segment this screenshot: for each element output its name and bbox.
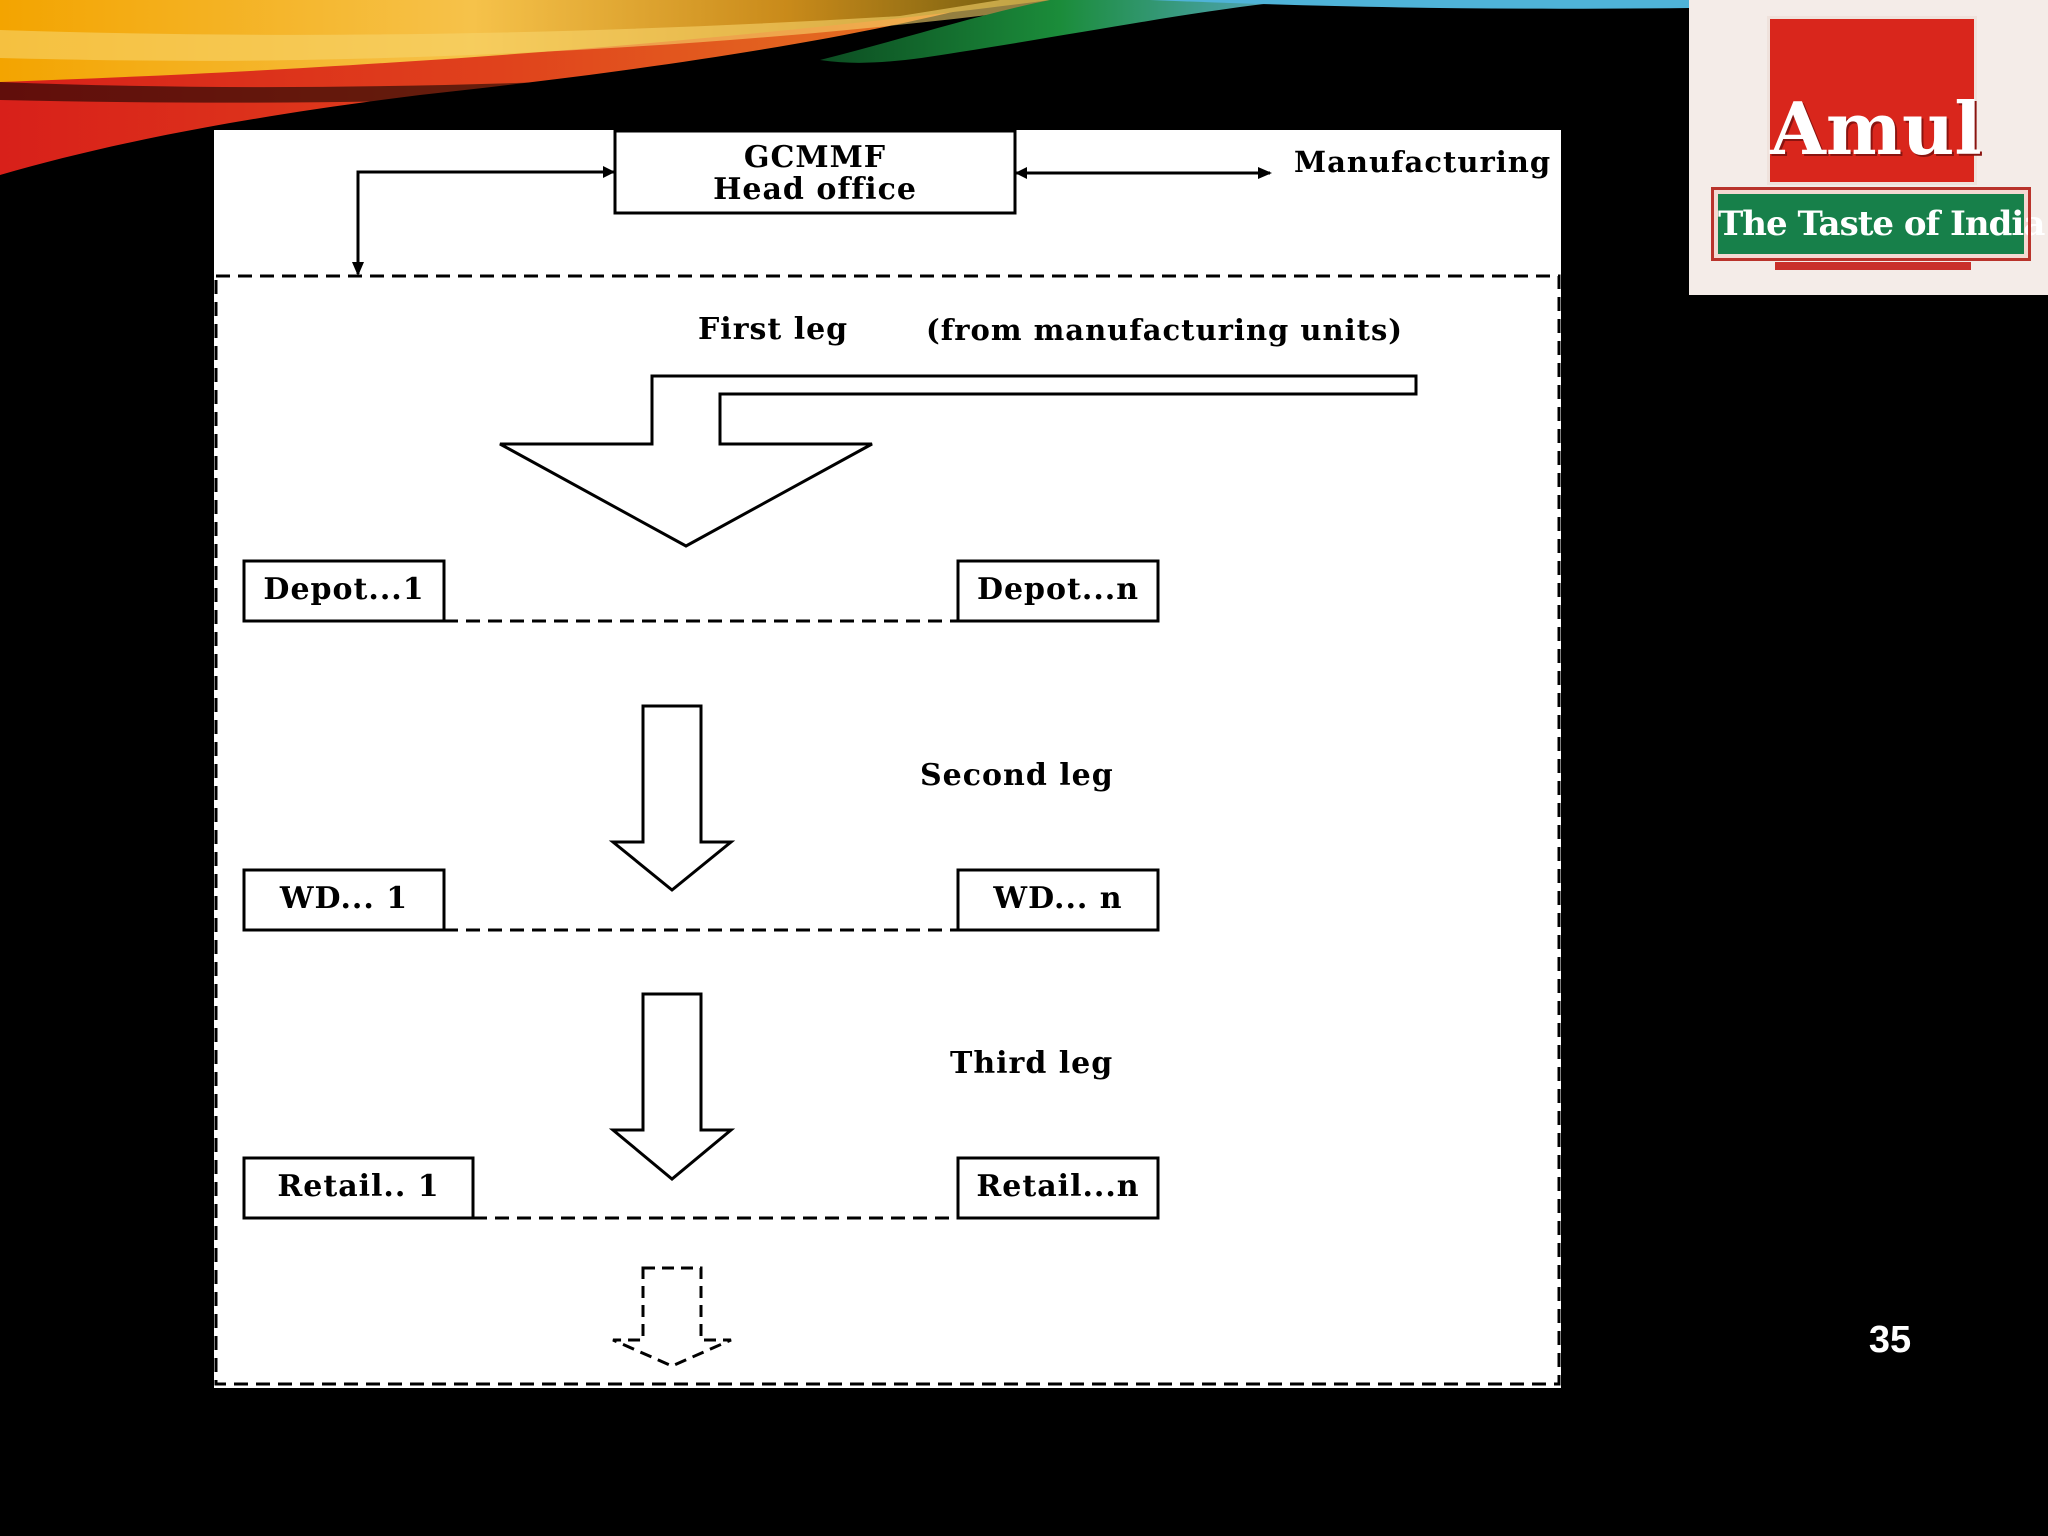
dashed-boundary — [214, 274, 1561, 1386]
retail-n-label: Retail...n — [976, 1169, 1140, 1204]
retail-n-box — [956, 1156, 1160, 1220]
retail-1-box — [242, 1156, 475, 1220]
next-leg-dashed-arrow — [612, 1266, 732, 1368]
depot-n-label: Depot...n — [976, 572, 1140, 607]
depot-1-box — [242, 559, 446, 623]
wd-n-label: WD... n — [993, 881, 1123, 916]
decorative-swoosh-banner — [0, 0, 1689, 175]
first-leg-label: First leg — [698, 312, 849, 347]
head-office-label: GCMMF Head office — [615, 142, 1015, 206]
first-leg-note: (from manufacturing units) — [926, 313, 1404, 347]
amul-logo: Amul The Taste of India — [1689, 0, 2048, 295]
distribution-flow-diagram: GCMMF Head office Manufacturing First le… — [214, 130, 1561, 1388]
head-office-subtitle: Head office — [713, 172, 917, 207]
logo-brand-text: Amul — [1770, 86, 1982, 171]
head-office-title: GCMMF — [743, 140, 887, 175]
depot-n-box — [956, 559, 1160, 623]
retail-1-label: Retail.. 1 — [277, 1169, 440, 1204]
third-leg-label: Third leg — [950, 1046, 1114, 1081]
logo-tagline-text: The Taste of India — [1718, 204, 2045, 244]
third-leg-arrow — [608, 992, 736, 1181]
logo-red-bar — [1775, 262, 1971, 270]
wd-1-box — [242, 868, 446, 932]
manufacturing-arrowhead-right — [1258, 167, 1272, 179]
logo-red-panel: Amul — [1770, 19, 1982, 182]
left-connector-line — [356, 170, 615, 274]
logo-tagline-band: The Taste of India — [1711, 187, 2045, 261]
slide-number: 35 — [1868, 1319, 1912, 1361]
wd-1-label: WD... 1 — [279, 881, 409, 916]
manufacturing-label: Manufacturing — [1294, 145, 1552, 179]
left-connector-arrowhead-right — [603, 166, 615, 178]
second-leg-label: Second leg — [920, 758, 1114, 793]
second-leg-arrow — [608, 704, 736, 892]
manufacturing-arrowhead-left — [1015, 167, 1027, 179]
wd-n-box — [956, 868, 1160, 932]
left-connector-arrowhead-down — [352, 262, 364, 276]
first-leg-arrow — [499, 374, 1418, 548]
depot-1-label: Depot...1 — [263, 572, 425, 607]
